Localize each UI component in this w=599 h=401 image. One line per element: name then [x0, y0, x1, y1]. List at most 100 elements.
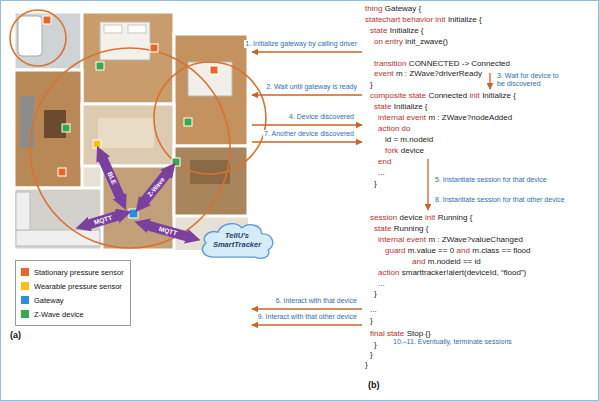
- annotation-arrow: [252, 94, 362, 95]
- bed: [100, 22, 150, 60]
- annotation-text: 6. Interact with that device: [275, 297, 358, 305]
- range-circle: [10, 10, 66, 66]
- room: [82, 12, 174, 104]
- panel-label: (b): [368, 380, 380, 390]
- code-line: }: [370, 80, 373, 90]
- legend-row: Wearable pressure sensor: [21, 279, 124, 293]
- code-keyword: state: [370, 26, 387, 36]
- code-text: id = m.nodeid: [385, 135, 433, 145]
- code-keyword: init: [470, 91, 480, 101]
- code-keyword: session: [370, 213, 397, 223]
- legend-row: Gateway: [21, 293, 124, 307]
- code-text: }: [370, 316, 373, 326]
- legend-text: Gateway: [34, 296, 64, 305]
- code-line: stateInitialize {: [374, 102, 428, 112]
- floor: [14, 12, 248, 250]
- code-text: }: [374, 179, 377, 189]
- code-line: internal eventm : ZWave?nodeAdded: [378, 113, 512, 123]
- code-line: composite stateConnectedinitInitialize {: [370, 91, 516, 101]
- code-line: forkdevice: [385, 146, 424, 156]
- code-keyword: on entry: [374, 37, 403, 47]
- annotation-arrow: [427, 159, 428, 210]
- legend-swatch: [21, 268, 29, 276]
- code-text: ...: [378, 168, 385, 178]
- pillow: [128, 25, 146, 33]
- legend-swatch: [21, 282, 29, 290]
- code-line: eventm : ZWave?driverReady: [374, 69, 482, 79]
- stationary-sensor: [150, 44, 158, 52]
- rug: [98, 118, 154, 148]
- code-keyword: state: [374, 224, 391, 234]
- bathtub: [18, 16, 42, 56]
- legend-text: Stationary pressure sensor: [34, 268, 124, 277]
- annotation-text: 8. Instantiate session for that other de…: [434, 196, 566, 204]
- legend-text: Wearable pressure sensor: [34, 282, 122, 291]
- code-text: Initialize {: [482, 91, 516, 101]
- annotation-text: 3. Wait for device to be discovered: [496, 72, 564, 88]
- stationary-sensor: [210, 66, 218, 74]
- code-text: Initialize {: [394, 102, 428, 112]
- code-keyword: fork: [385, 146, 398, 156]
- code-line: ...: [370, 305, 377, 315]
- cloud-label: TellU's SmartTracker: [210, 232, 264, 249]
- code-line: guardm.value == 0andm.class == flood: [385, 246, 531, 256]
- code-line: transitionCONNECTED -> Connected: [374, 59, 510, 69]
- protocol-arrows: [87, 157, 189, 237]
- annotation-arrow: [252, 308, 362, 309]
- range-circles: [10, 10, 266, 248]
- code-text: Gateway {: [385, 4, 421, 14]
- annotation-arrow: [252, 51, 362, 52]
- code-keyword: action do: [378, 124, 410, 134]
- code-keyword: and: [457, 246, 470, 256]
- code-line: andm.nodeid == id: [412, 257, 481, 267]
- code-line: }: [365, 360, 368, 370]
- code-line: stateInitialize {: [370, 26, 424, 36]
- annotation-text: 7. Another device discovered: [263, 130, 355, 138]
- legend-text: Z-Wave device: [34, 310, 84, 319]
- code-line: on entryinit_zwave(): [374, 37, 448, 47]
- code-text: }: [374, 340, 377, 350]
- devices: [43, 16, 218, 218]
- cloud-service: TellU's SmartTracker: [196, 219, 278, 263]
- code-line: }: [370, 350, 373, 360]
- code-keyword: and: [412, 257, 425, 267]
- floor-plan: [14, 10, 250, 250]
- annotation-arrow: [252, 141, 362, 142]
- annotation-text: 2. Wait until gateway is ready: [265, 83, 358, 91]
- code-keyword: statechart behavior init: [365, 15, 446, 25]
- panel-label: (a): [10, 330, 21, 340]
- legend-row: Stationary pressure sensor: [21, 265, 124, 279]
- code-text: Connected: [428, 91, 467, 101]
- kitchen-counter: [16, 192, 30, 230]
- code-text: CONNECTED -> Connected: [409, 59, 510, 69]
- code-text: m : ZWave?valueChanged: [428, 235, 522, 245]
- stationary-sensor: [43, 16, 51, 24]
- code-keyword: state: [374, 102, 391, 112]
- annotation-text: 5. Instantiate session for that device: [434, 176, 548, 184]
- code-keyword: event: [374, 69, 394, 79]
- code-text: init_zwave(): [405, 37, 448, 47]
- code-text: ...: [378, 279, 385, 289]
- annotation-text: 9. Interact with that other device: [257, 313, 358, 321]
- code-line: final stateStop {}: [370, 329, 431, 339]
- code-keyword: end: [378, 157, 391, 167]
- room: [14, 70, 82, 188]
- code-line: stateRunning {: [374, 224, 428, 234]
- annotation-arrow: [489, 73, 490, 89]
- code-keyword: init: [425, 213, 435, 223]
- code-line: ...: [378, 279, 385, 289]
- range-circle: [154, 62, 266, 174]
- code-line: }: [374, 289, 377, 299]
- protocol-arrow: [143, 172, 168, 203]
- legend-box: Stationary pressure sensorWearable press…: [15, 260, 131, 326]
- code-keyword: composite state: [370, 91, 426, 101]
- code-line: ...: [378, 168, 385, 178]
- code-line: }: [374, 179, 377, 189]
- code-line: sessiondeviceinitRunning {: [370, 213, 472, 223]
- room: [102, 166, 174, 250]
- annotation-text: 4. Device discovered: [288, 113, 355, 121]
- code-text: Running {: [394, 224, 429, 234]
- annotation-text: 10.–11. Eventually, terminate sessions: [392, 338, 513, 346]
